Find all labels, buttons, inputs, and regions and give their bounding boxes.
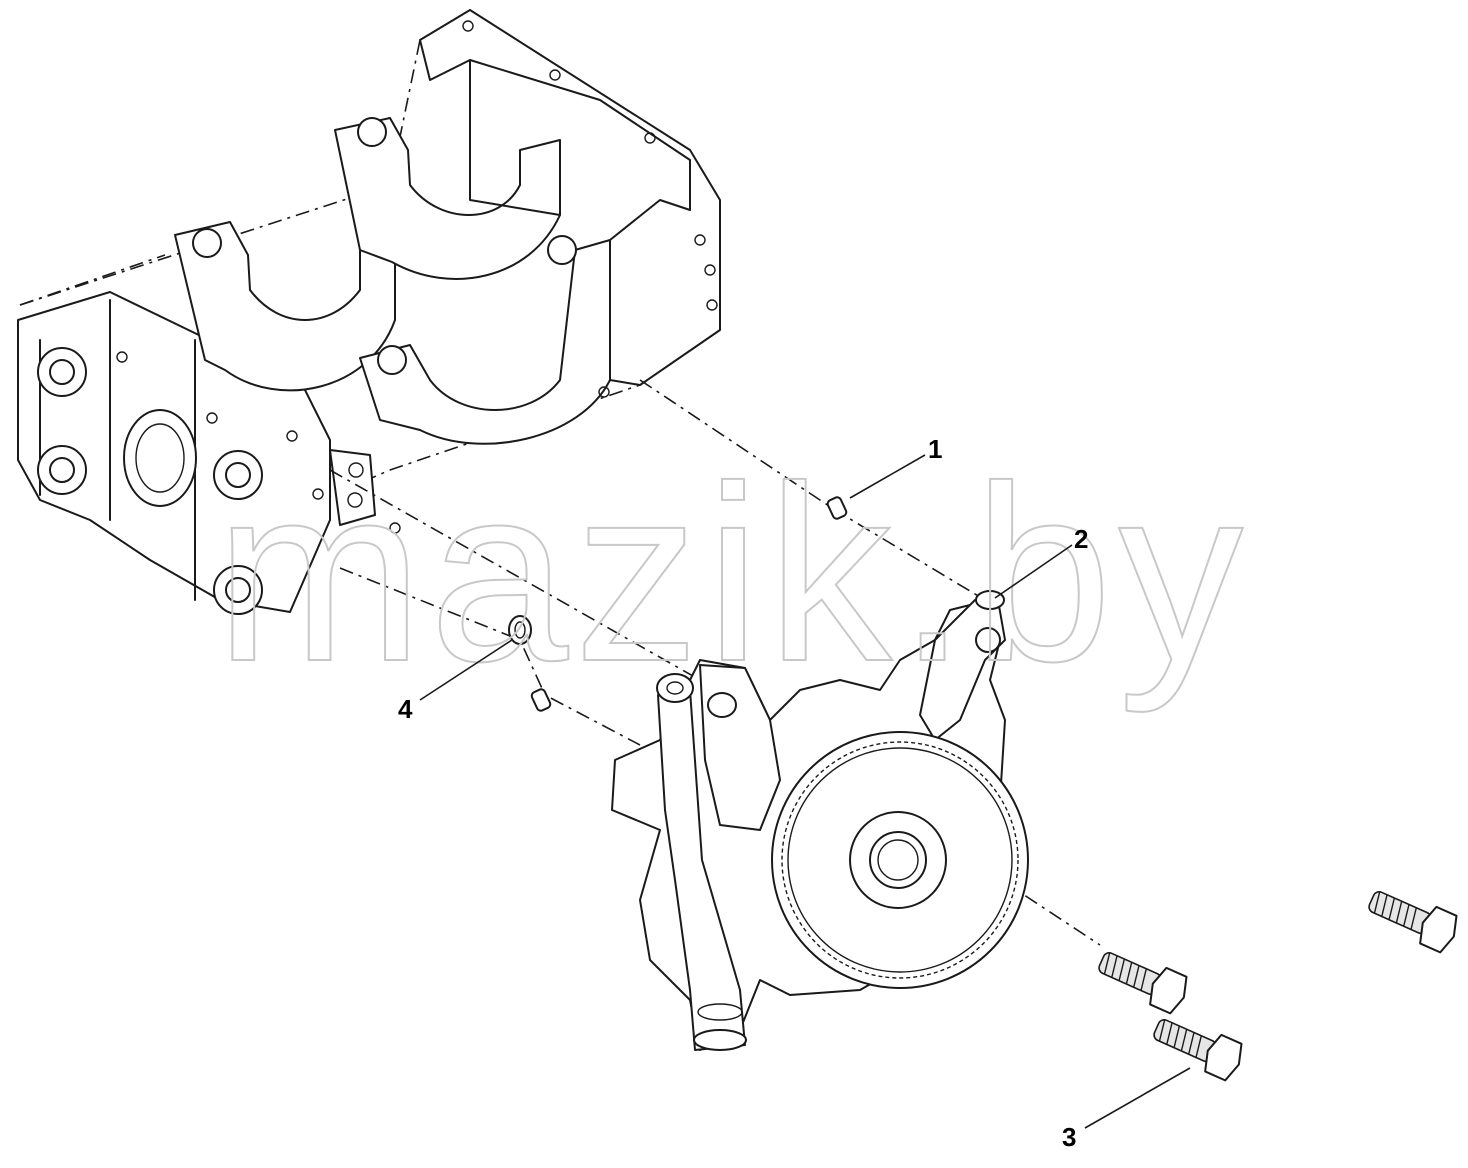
oil-pump [611, 590, 1029, 1051]
callout-2: 2 [1074, 524, 1088, 554]
callout-1-leader [849, 454, 926, 499]
callout-2-leader [994, 544, 1073, 599]
dowel-pin-lower [530, 688, 552, 712]
callout-4-leader [419, 639, 513, 701]
watermark-text: mazik.by [215, 434, 1249, 713]
dowel-pin-1 [826, 496, 848, 520]
callout-3: 3 [1062, 1122, 1076, 1152]
engine-block [17, 9, 721, 615]
bolt-right [1368, 890, 1458, 954]
callout-3-leader [1084, 1067, 1191, 1129]
callouts: 1 2 3 4 [398, 434, 1191, 1152]
o-ring-4 [508, 615, 532, 645]
callout-1: 1 [928, 434, 942, 464]
bolt-upper [1098, 951, 1188, 1015]
callout-4: 4 [398, 694, 413, 724]
bolt-lower [1153, 1018, 1243, 1082]
